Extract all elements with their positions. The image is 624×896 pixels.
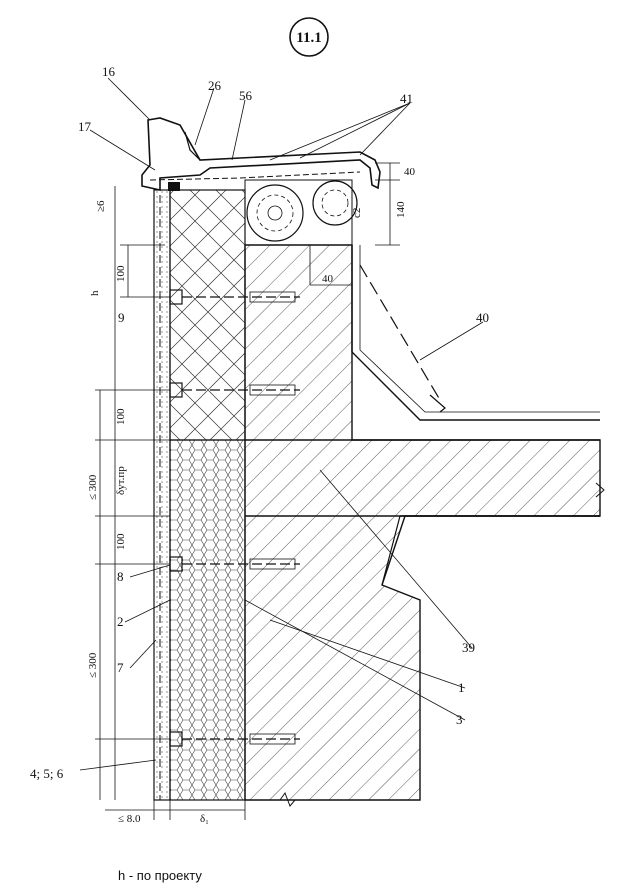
callout-9: 9 (118, 310, 125, 325)
callout-17: 17 (78, 119, 92, 134)
callout-56: 56 (239, 88, 253, 103)
anchor-4 (169, 731, 300, 747)
dim-c2: c2 (351, 208, 363, 218)
callout-1: 1 (458, 680, 465, 695)
floor-slab (245, 439, 605, 807)
dim-40-top: 40 (404, 166, 416, 178)
anchor-2 (169, 382, 300, 398)
dim-le300-a: ≤ 300 (87, 474, 99, 500)
footnote: h - по проекту (118, 868, 202, 883)
title-circle: 11.1 (289, 17, 329, 57)
dim-140: 140 (395, 201, 407, 218)
title-text: 11.1 (296, 30, 321, 46)
dim-delta1: δ₁ (200, 813, 209, 825)
callout-4-5-6: 4; 5; 6 (30, 766, 64, 781)
callout-40-inner: 40 (322, 273, 334, 285)
callout-39: 39 (462, 640, 475, 655)
mineral-wool-insulation (169, 189, 246, 441)
callout-3: 3 (456, 712, 463, 727)
leader-lines (79, 77, 484, 771)
dim-ge6: ≥6 (95, 200, 107, 212)
sealant-rolls (244, 179, 358, 246)
dim-delta-ut: δут.пр (115, 466, 127, 495)
callout-16: 16 (102, 64, 116, 79)
dim-100-a: 100 (115, 265, 127, 282)
concrete-wall (244, 244, 601, 801)
dim-le300-b: ≤ 300 (87, 652, 99, 678)
roof-membrane (351, 245, 600, 421)
callout-7: 7 (117, 660, 124, 675)
dim-100-b: 100 (115, 408, 127, 425)
callout-2: 2 (117, 614, 124, 629)
anchor-1 (169, 289, 300, 305)
render-layer (153, 189, 171, 801)
dim-h: h (89, 290, 101, 296)
parapet-flashing (141, 117, 381, 191)
callout-8: 8 (117, 569, 124, 584)
dimension-lines (95, 162, 400, 820)
callout-41: 41 (400, 91, 413, 106)
callout-40-roof: 40 (476, 310, 489, 325)
callout-26: 26 (208, 78, 222, 93)
dim-le8: ≤ 8.0 (118, 813, 141, 825)
dim-100-c: 100 (115, 533, 127, 550)
